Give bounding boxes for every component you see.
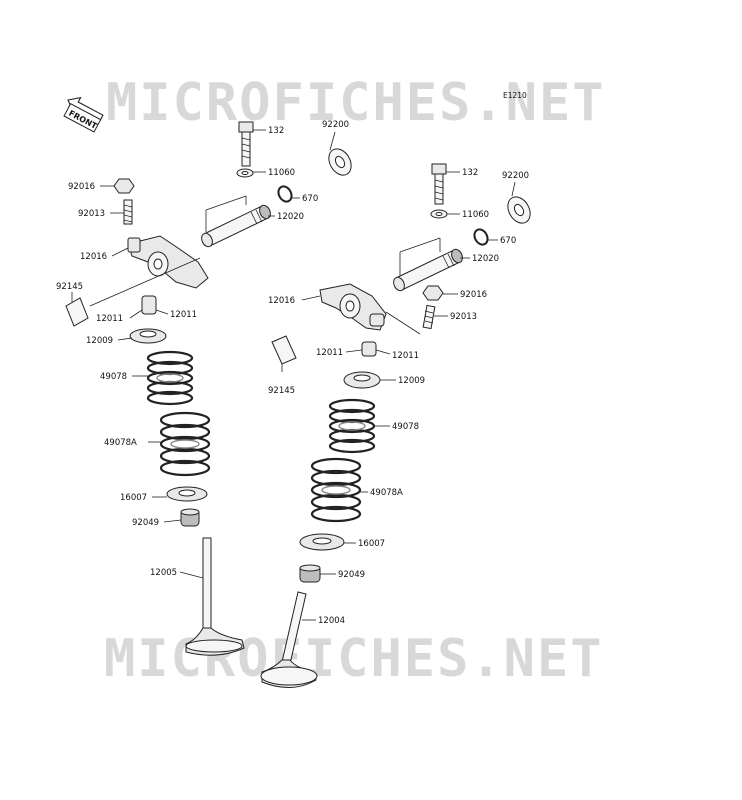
label-left-screw: 92013 — [78, 209, 105, 219]
right-rocker-arm — [319, 283, 387, 331]
label-right-collar-b: 12011 — [392, 351, 419, 361]
label-right-valve: 12004 — [318, 616, 345, 626]
right-bolt — [431, 163, 447, 205]
label-left-bolt: 132 — [268, 126, 284, 136]
label-right-retainer: 12009 — [398, 376, 425, 386]
left-spring-inner — [159, 411, 211, 477]
label-left-washer-plain: 11060 — [268, 168, 295, 178]
right-spring-seat — [299, 533, 345, 551]
label-left-spring-outer: 49078 — [100, 372, 127, 382]
label-right-seal: 92049 — [338, 570, 365, 580]
label-right-washer-plain: 11060 — [462, 210, 489, 220]
label-left-oring: 670 — [302, 194, 318, 204]
front-arrow-icon: FRONT — [63, 96, 104, 133]
left-oring — [277, 185, 293, 203]
label-left-washer-large: 92200 — [322, 120, 349, 130]
right-retainer — [343, 371, 381, 389]
label-left-nut: 92016 — [68, 182, 95, 192]
right-collar — [361, 341, 377, 357]
left-valve-seal — [180, 508, 200, 527]
label-left-rocker-arm: 12016 — [80, 252, 107, 262]
right-washer-thrust — [271, 335, 297, 365]
label-left-seat: 16007 — [120, 493, 147, 503]
label-left-collar-a: 12011 — [96, 314, 123, 324]
left-rocker-arm — [127, 235, 209, 289]
label-right-rocker-arm: 12016 — [268, 296, 295, 306]
label-left-collar-b: 12011 — [170, 310, 197, 320]
left-valve — [185, 537, 245, 656]
right-valve-seal — [299, 564, 321, 583]
label-left-retainer: 12009 — [86, 336, 113, 346]
left-rocker-shaft — [201, 204, 271, 248]
label-right-washer-thrust: 92145 — [268, 386, 295, 396]
label-right-washer-large: 92200 — [502, 171, 529, 181]
left-spring-seat — [166, 486, 208, 502]
label-right-seat: 16007 — [358, 539, 385, 549]
label-right-collar-a: 12011 — [316, 348, 343, 358]
label-right-screw: 92013 — [450, 312, 477, 322]
label-right-spring-inner: 49078A — [370, 488, 403, 498]
right-valve — [260, 591, 318, 688]
label-right-bolt: 132 — [462, 168, 478, 178]
figure-code: E1210 — [503, 91, 527, 100]
right-washer-large — [507, 196, 531, 224]
right-nut — [422, 285, 444, 301]
left-valve-assembly — [65, 121, 352, 656]
label-left-washer-thrust: 92145 — [56, 282, 83, 292]
left-retainer — [129, 328, 167, 344]
label-right-oring: 670 — [500, 236, 516, 246]
left-collar — [141, 295, 157, 315]
left-spring-outer — [146, 350, 194, 406]
label-left-shaft: 12020 — [277, 212, 304, 222]
left-adjust-screw — [123, 199, 133, 225]
label-left-spring-inner: 49078A — [104, 438, 137, 448]
watermark-bottom: MICROFICHES.NET — [104, 629, 604, 689]
right-adjust-screw — [422, 304, 436, 330]
left-nut — [113, 178, 135, 194]
right-spring-outer — [328, 398, 376, 454]
label-right-shaft: 12020 — [472, 254, 499, 264]
right-oring — [473, 228, 489, 246]
label-left-valve: 12005 — [150, 568, 177, 578]
left-washer-large — [328, 148, 352, 176]
watermark-top: MICROFICHES.NET — [106, 73, 606, 133]
right-rocker-shaft — [393, 248, 463, 292]
label-right-spring-outer: 49078 — [392, 422, 419, 432]
label-right-nut: 92016 — [460, 290, 487, 300]
left-bolt — [238, 121, 254, 167]
right-spring-inner — [310, 457, 362, 523]
label-left-seal: 92049 — [132, 518, 159, 528]
right-valve-assembly — [260, 163, 531, 688]
left-washer-thrust — [65, 297, 89, 327]
